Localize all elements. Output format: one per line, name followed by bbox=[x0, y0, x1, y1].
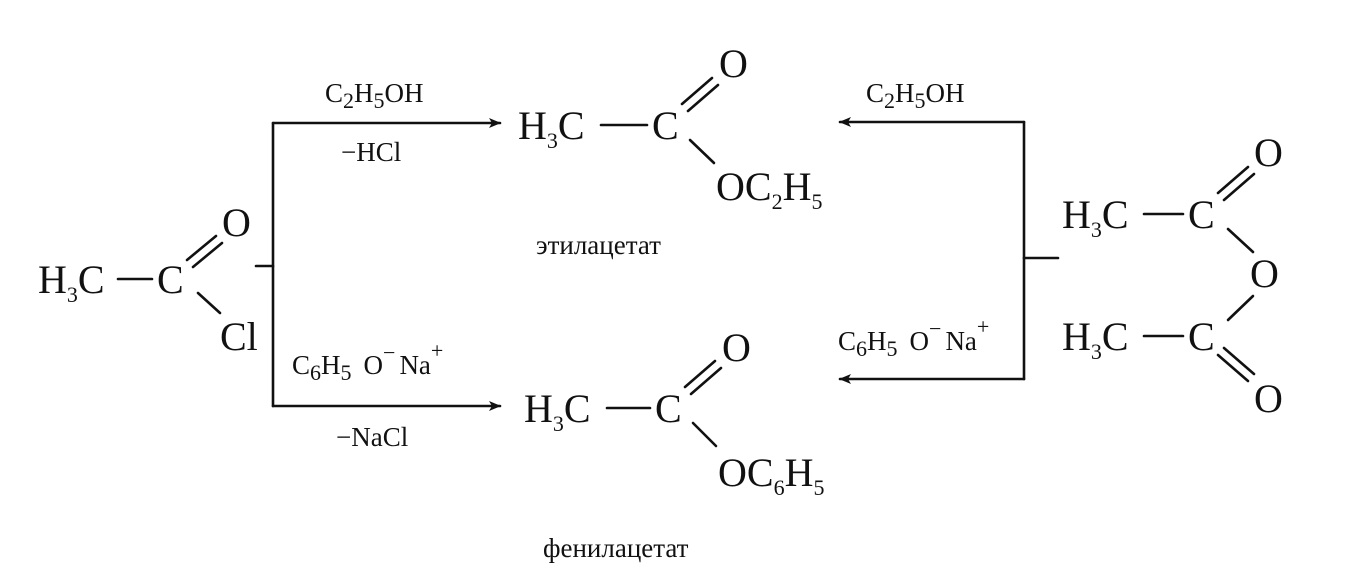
acetyl-chloride-chlorine: Cl bbox=[220, 314, 258, 359]
acetyl-chloride-methyl: H3C bbox=[38, 257, 105, 307]
anhydride-bottom-carbonyl-oxygen: O bbox=[1254, 376, 1283, 421]
acetyl-chloride-oxygen: O bbox=[222, 200, 251, 245]
ethyl-acetate-co-single-bond bbox=[688, 138, 716, 165]
anhydride-bottom-co-double-bond-2 bbox=[1222, 346, 1256, 376]
phenyl-acetate-co-single-bond bbox=[691, 421, 718, 448]
phenyl-acetate-methyl: H3C bbox=[524, 386, 591, 436]
acetyl-chloride-carbonyl-carbon: C bbox=[157, 257, 184, 302]
hcl-byproduct: −HCl bbox=[341, 137, 401, 167]
acetyl-chloride-ccl-bond bbox=[196, 291, 222, 315]
top-right-reagents: C2H5OH bbox=[866, 78, 965, 113]
anhydride-top-carbonyl-oxygen: O bbox=[1254, 130, 1283, 175]
ethyl-acetate-co-double-bond-1 bbox=[680, 76, 714, 106]
top-left-reagents: C2H5OH −HCl bbox=[325, 78, 424, 167]
ethyl-acetate-methyl: H3C bbox=[518, 103, 585, 153]
anhydride-bridging-oxygen: O bbox=[1250, 251, 1279, 296]
anhydride-top-carbon: C bbox=[1188, 192, 1215, 237]
anhydride-bottom-methyl: H3C bbox=[1062, 314, 1129, 364]
anhydride-top-methyl: H3C bbox=[1062, 192, 1129, 242]
ethyl-acetate-carbonyl-oxygen: O bbox=[719, 41, 748, 86]
acetic-anhydride: H3C C O O H3C C O bbox=[1062, 130, 1283, 421]
acetyl-chloride-co-double-bond-1 bbox=[185, 234, 218, 262]
nacl-byproduct: −NaCl bbox=[336, 422, 408, 452]
anhydride-bottom-carbon: C bbox=[1188, 314, 1215, 359]
anhydride-bottom-co-double-bond-1 bbox=[1216, 353, 1250, 383]
ethyl-acetate-name: этилацетат bbox=[536, 230, 661, 260]
anhydride-top-co-double-bond-2 bbox=[1222, 172, 1256, 202]
acetyl-chloride: H3C C O Cl bbox=[38, 200, 258, 359]
ethyl-acetate-co-double-bond-2 bbox=[686, 83, 720, 113]
ethanol-reagent-right: C2H5OH bbox=[866, 78, 965, 113]
left-reaction-arrows bbox=[254, 118, 502, 411]
phenyl-acetate-ester-group: OC6H5 bbox=[718, 450, 824, 500]
phenyl-acetate-co-double-bond-1 bbox=[683, 359, 717, 389]
phenyl-acetate-name: фенилацетат bbox=[543, 533, 689, 563]
right-reaction-arrows bbox=[838, 117, 1060, 384]
anhydride-top-co-single-bond bbox=[1226, 227, 1255, 254]
ethyl-acetate-carbonyl-carbon: C bbox=[652, 103, 679, 148]
acetyl-chloride-co-double-bond-2 bbox=[191, 241, 224, 269]
phenyl-acetate-carbonyl-oxygen: O bbox=[722, 325, 751, 370]
phenyl-acetate: H3C C O OC6H5 фенилацетат bbox=[524, 325, 824, 563]
anhydride-bottom-co-single-bond bbox=[1226, 294, 1255, 322]
anhydride-top-co-double-bond-1 bbox=[1216, 165, 1250, 195]
phenyl-acetate-co-double-bond-2 bbox=[689, 366, 723, 396]
ethyl-acetate: H3C C O OC2H5 этилацетат bbox=[518, 41, 822, 260]
ethanol-reagent-left: C2H5OH bbox=[325, 78, 424, 113]
ethyl-acetate-ester-group: OC2H5 bbox=[716, 164, 822, 214]
phenyl-acetate-carbonyl-carbon: C bbox=[655, 386, 682, 431]
